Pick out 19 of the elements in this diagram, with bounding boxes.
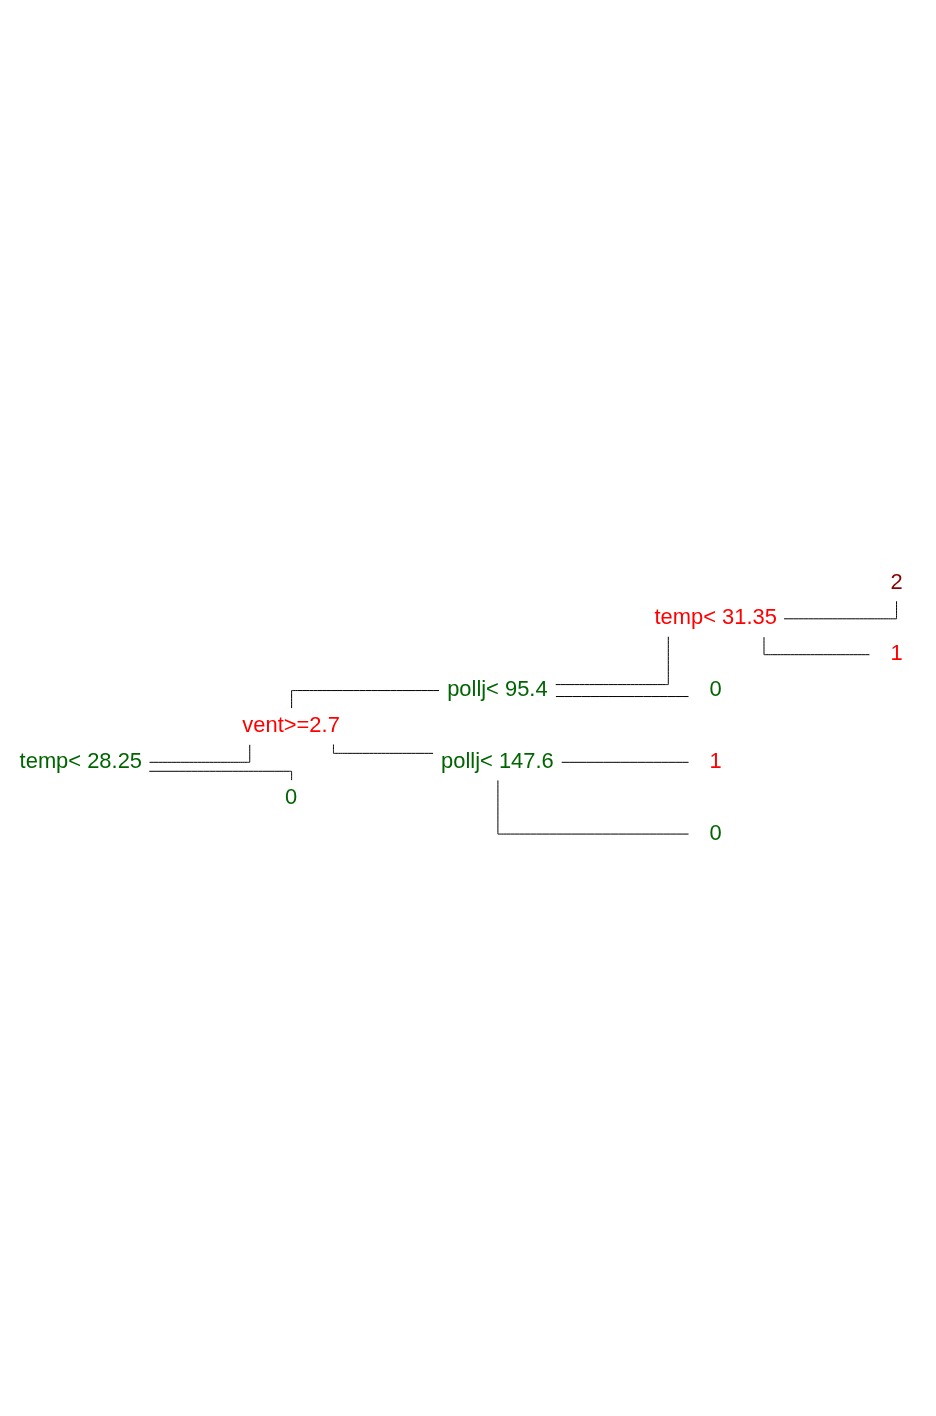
node-text: 0 xyxy=(285,783,298,809)
connector xyxy=(561,761,690,763)
node-text: 1 xyxy=(709,747,722,773)
node-text: temp< 28.25 xyxy=(19,747,143,773)
node-text: 1 xyxy=(890,639,903,665)
node-text: 0 xyxy=(709,819,722,845)
node-text: temp< 31.35 xyxy=(654,603,777,629)
connector xyxy=(763,636,870,655)
connector xyxy=(783,600,898,619)
connector xyxy=(332,743,434,754)
node-text: vent>=2.7 xyxy=(242,711,340,737)
node-text: pollj< 95.4 xyxy=(447,675,548,701)
connector xyxy=(555,695,689,697)
node-text: 0 xyxy=(709,675,722,701)
node-text: 2 xyxy=(890,568,903,594)
connector xyxy=(291,689,440,709)
node-text: pollj< 147.6 xyxy=(441,747,554,773)
connector xyxy=(555,635,669,685)
connector xyxy=(149,743,251,763)
